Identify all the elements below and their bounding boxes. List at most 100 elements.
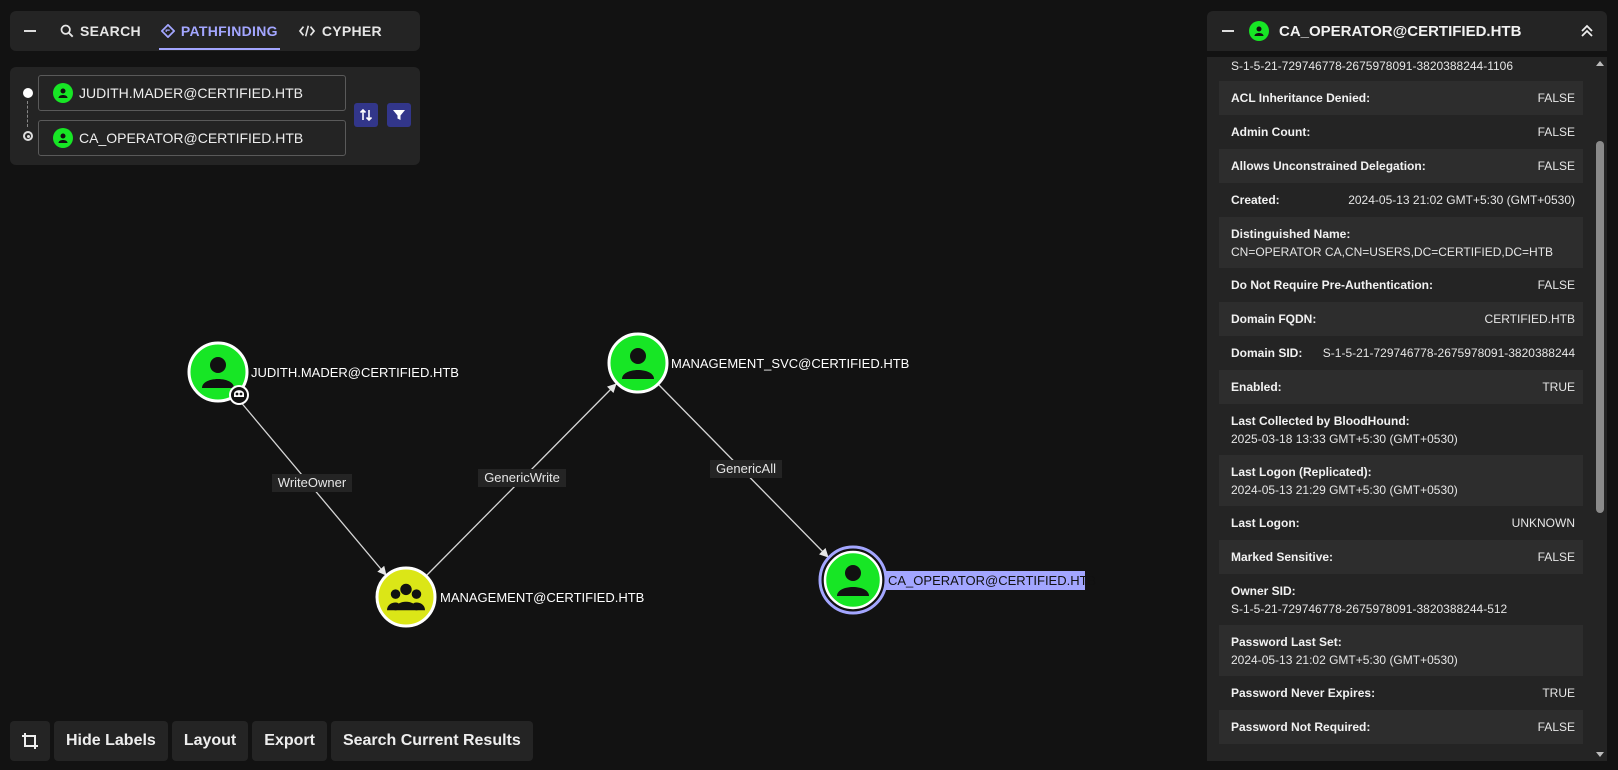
property-row: Owner SID: S-1-5-21-729746778-2675978091-… bbox=[1219, 574, 1583, 625]
property-value: FALSE bbox=[1537, 125, 1575, 139]
property-row: Created:2024-05-13 21:02 GMT+5:30 (GMT+0… bbox=[1219, 183, 1583, 217]
minus-icon bbox=[1222, 30, 1234, 32]
edge-label-genericwrite: GenericWrite bbox=[484, 470, 560, 485]
scroll-down-arrow-icon[interactable] bbox=[1596, 752, 1604, 757]
property-value: 2024-05-13 21:29 GMT+5:30 (GMT+0530) bbox=[1231, 482, 1458, 497]
node-label-management-svc: MANAGEMENT_SVC@CERTIFIED.HTB bbox=[671, 356, 909, 371]
tab-cypher-label: CYPHER bbox=[321, 23, 382, 39]
property-key: Allows Unconstrained Delegation: bbox=[1231, 159, 1426, 173]
tab-search[interactable]: SEARCH bbox=[50, 11, 151, 51]
property-key: Password Not Required: bbox=[1231, 720, 1371, 734]
property-value: 2025-03-18 13:33 GMT+5:30 (GMT+0530) bbox=[1231, 431, 1458, 446]
property-row: Do Not Require Pre-Authentication:FALSE bbox=[1219, 268, 1583, 302]
search-current-results-button[interactable]: Search Current Results bbox=[330, 721, 533, 761]
search-tabs-bar: SEARCH PATHFINDING CYPHER bbox=[10, 11, 420, 51]
graph-toolbar: Hide Labels Layout Export Search Current… bbox=[10, 721, 533, 761]
property-value: FALSE bbox=[1537, 550, 1575, 564]
filter-icon bbox=[393, 110, 405, 120]
user-icon bbox=[53, 128, 73, 148]
tab-pathfinding-label: PATHFINDING bbox=[180, 23, 278, 39]
crop-icon bbox=[22, 733, 38, 749]
property-key: Marked Sensitive: bbox=[1231, 550, 1334, 564]
property-key: Last Collected by BloodHound: bbox=[1231, 413, 1410, 428]
edge-label-genericall: GenericAll bbox=[716, 461, 776, 476]
property-key: Domain FQDN: bbox=[1231, 312, 1317, 326]
collapse-entity-panel-button[interactable] bbox=[1207, 11, 1249, 51]
pathfinding-panel: JUDITH.MADER@CERTIFIED.HTB CA_OPERATOR@C… bbox=[10, 67, 420, 165]
property-value: TRUE bbox=[1542, 380, 1575, 394]
edge-genericwrite[interactable]: GenericWrite bbox=[426, 383, 617, 576]
property-row: Domain FQDN: CERTIFIED.HTB bbox=[1219, 302, 1583, 336]
destination-target-icon bbox=[23, 131, 33, 141]
user-icon bbox=[53, 83, 73, 103]
property-value: 2024-05-13 21:02 GMT+5:30 (GMT+0530) bbox=[1231, 652, 1458, 667]
start-node-icon bbox=[23, 88, 33, 98]
property-key: Password Last Set: bbox=[1231, 634, 1342, 649]
property-key: Last Logon: bbox=[1231, 516, 1300, 530]
property-key: Admin Count: bbox=[1231, 125, 1311, 139]
edge-writeowner[interactable]: WriteOwner bbox=[238, 399, 387, 576]
entity-panel-scrollbar[interactable] bbox=[1594, 57, 1606, 761]
property-value: 2024-05-13 21:02 GMT+5:30 (GMT+0530) bbox=[1348, 193, 1575, 207]
property-row: Distinguished Name:CN=OPERATOR CA,CN=USE… bbox=[1219, 217, 1583, 268]
property-value: S-1-5-21-729746778-2675978091-3820388244… bbox=[1231, 601, 1508, 616]
property-row: Admin Count: FALSE bbox=[1219, 115, 1583, 149]
property-key: Domain SID: bbox=[1231, 346, 1303, 360]
edge-genericall[interactable]: GenericAll bbox=[658, 384, 829, 558]
minus-icon bbox=[24, 30, 36, 32]
scroll-thumb[interactable] bbox=[1596, 141, 1604, 513]
edge-label-writeowner: WriteOwner bbox=[278, 475, 347, 490]
property-value: CN=OPERATOR CA,CN=USERS,DC=CERTIFIED,DC=… bbox=[1231, 244, 1554, 259]
property-row: ACL Inheritance Denied:FALSE bbox=[1219, 81, 1583, 115]
export-button[interactable]: Export bbox=[252, 721, 327, 761]
start-node-input[interactable]: JUDITH.MADER@CERTIFIED.HTB bbox=[38, 75, 346, 111]
graph-canvas[interactable]: WriteOwner GenericWrite GenericAll JUDIT… bbox=[0, 0, 1200, 770]
property-row: Allows Unconstrained Delegation: FALSE bbox=[1219, 149, 1583, 183]
node-ca-operator[interactable]: CA_OPERATOR@CERTIFIED.HTB bbox=[818, 545, 1096, 615]
user-icon bbox=[1249, 21, 1269, 41]
property-row: Domain SID: S-1-5-21-729746778-2675978091… bbox=[1219, 336, 1583, 370]
property-row: Password Never Expires:TRUE bbox=[1219, 676, 1583, 710]
node-management-svc[interactable]: MANAGEMENT_SVC@CERTIFIED.HTB bbox=[607, 332, 909, 394]
node-label-ca-operator: CA_OPERATOR@CERTIFIED.HTB bbox=[888, 573, 1096, 588]
property-key: Owner SID: bbox=[1231, 583, 1296, 598]
destination-node-value: CA_OPERATOR@CERTIFIED.HTB bbox=[79, 130, 304, 146]
node-management[interactable]: MANAGEMENT@CERTIFIED.HTB bbox=[375, 566, 644, 628]
double-chevron-up-icon bbox=[1581, 24, 1593, 37]
tab-cypher[interactable]: CYPHER bbox=[288, 11, 392, 51]
property-value: CERTIFIED.HTB bbox=[1484, 312, 1575, 326]
destination-node-input[interactable]: CA_OPERATOR@CERTIFIED.HTB bbox=[38, 120, 346, 156]
property-row: Last Logon (Replicated): 2024-05-13 21:29… bbox=[1219, 455, 1583, 506]
entity-properties-panel[interactable]: S-1-5-21-729746778-2675978091-3820388244… bbox=[1207, 57, 1607, 761]
hide-labels-button[interactable]: Hide Labels bbox=[54, 721, 168, 761]
property-key: Last Logon (Replicated): bbox=[1231, 464, 1372, 479]
entity-panel-header: CA_OPERATOR@CERTIFIED.HTB bbox=[1207, 11, 1607, 51]
tab-pathfinding[interactable]: PATHFINDING bbox=[151, 11, 288, 51]
skull-icon bbox=[234, 390, 244, 397]
property-key: ACL Inheritance Denied: bbox=[1231, 91, 1371, 105]
swap-nodes-button[interactable] bbox=[354, 103, 378, 127]
swap-arrows-icon bbox=[359, 108, 373, 122]
edge-filter-button[interactable] bbox=[387, 103, 411, 127]
layout-button[interactable]: Layout bbox=[171, 721, 249, 761]
expand-collapse-sections-button[interactable] bbox=[1567, 11, 1607, 51]
reset-view-button[interactable] bbox=[10, 721, 50, 761]
entity-title: CA_OPERATOR@CERTIFIED.HTB bbox=[1279, 22, 1522, 40]
property-row: Last Logon:UNKNOWN bbox=[1219, 506, 1583, 540]
start-node-value: JUDITH.MADER@CERTIFIED.HTB bbox=[79, 85, 303, 101]
route-diamond-icon bbox=[160, 24, 175, 38]
property-key: Do Not Require Pre-Authentication: bbox=[1231, 278, 1434, 292]
node-judith-mader[interactable]: JUDITH.MADER@CERTIFIED.HTB bbox=[187, 341, 459, 405]
path-connector bbox=[27, 101, 28, 127]
property-row: Marked Sensitive: FALSE bbox=[1219, 540, 1583, 574]
property-value: S-1-5-21-729746778-2675978091-3820388244 bbox=[1322, 346, 1575, 360]
property-value: FALSE bbox=[1537, 720, 1575, 734]
property-value: TRUE bbox=[1542, 686, 1575, 700]
collapse-search-button[interactable] bbox=[10, 11, 50, 51]
property-value: FALSE bbox=[1537, 159, 1575, 173]
tab-search-label: SEARCH bbox=[80, 23, 141, 39]
node-label-management: MANAGEMENT@CERTIFIED.HTB bbox=[440, 590, 644, 605]
object-id-value: S-1-5-21-729746778-2675978091-3820388244… bbox=[1231, 59, 1514, 73]
search-icon bbox=[60, 24, 74, 38]
scroll-up-arrow-icon[interactable] bbox=[1596, 61, 1604, 66]
